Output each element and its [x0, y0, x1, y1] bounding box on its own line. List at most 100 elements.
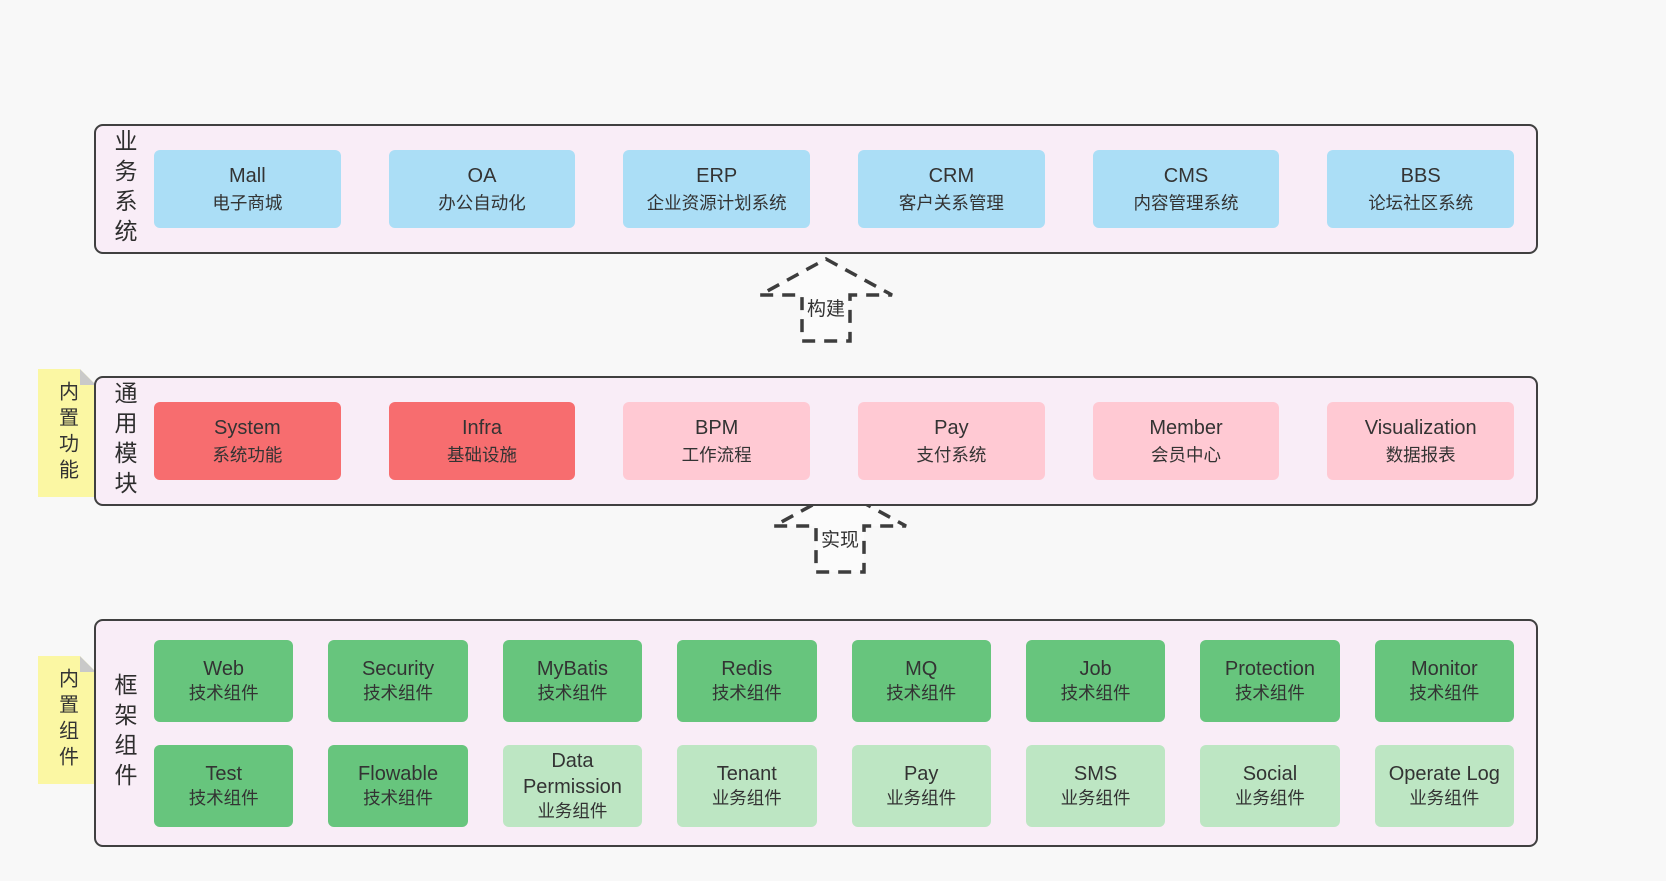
common-modules-panel: 通用模块 System 系统功能 Infra 基础设施 BPM 工作流程 Pay… [94, 376, 1538, 506]
box-name: ERP [696, 165, 738, 188]
folded-corner-icon [80, 656, 96, 672]
box-operate-log: Operate Log 业务组件 [1374, 744, 1514, 827]
box-sms: SMS 业务组件 [1025, 744, 1166, 827]
box-subtitle: 技术组件 [1409, 683, 1480, 704]
box-mybatis: MyBatis 技术组件 [502, 639, 643, 722]
box-name: Pay [934, 417, 969, 440]
box-web: Web 技术组件 [154, 639, 294, 722]
box-flowable: Flowable 技术组件 [328, 744, 468, 827]
box-oa: OA 办公自动化 [388, 150, 576, 228]
box-name: Visualization [1364, 417, 1477, 440]
box-subtitle: 业务组件 [1060, 788, 1131, 809]
box-name: Social [1242, 762, 1298, 785]
box-member: Member 会员中心 [1092, 402, 1280, 480]
arrow-label: 实现 [818, 525, 862, 552]
box-subtitle: 业务组件 [1234, 788, 1305, 809]
box-subtitle: 系统功能 [212, 444, 283, 465]
sticky-note-builtin-features: 内置功能 [38, 369, 96, 497]
box-name: CRM [928, 165, 975, 188]
box-subtitle: 业务组件 [886, 788, 957, 809]
box-data-permission: Data Permission 业务组件 [502, 744, 643, 827]
box-subtitle: 业务组件 [537, 801, 608, 822]
panel-side-label: 业务系统 [111, 129, 137, 249]
box-pay-component: Pay 业务组件 [851, 744, 991, 827]
box-name: BPM [695, 417, 739, 440]
box-mq: MQ 技术组件 [851, 639, 991, 722]
box-redis: Redis 技术组件 [677, 639, 817, 722]
box-name: OA [467, 165, 497, 188]
box-subtitle: 会员中心 [1151, 444, 1222, 465]
box-subtitle: 技术组件 [363, 683, 434, 704]
box-name: Test [205, 762, 243, 785]
box-subtitle: 支付系统 [916, 444, 987, 465]
box-subtitle: 技术组件 [1060, 683, 1131, 704]
box-test: Test 技术组件 [154, 744, 294, 827]
box-name: Infra [461, 417, 503, 440]
box-name: Job [1079, 657, 1112, 680]
box-name: Monitor [1410, 657, 1478, 680]
box-subtitle: 技术组件 [1234, 683, 1305, 704]
box-name: Data Permission [522, 749, 622, 798]
panel-side-label: 框架组件 [111, 673, 137, 793]
box-bpm: BPM 工作流程 [623, 402, 811, 480]
box-subtitle: 技术组件 [886, 683, 957, 704]
box-protection: Protection 技术组件 [1200, 639, 1340, 722]
box-name: SMS [1073, 762, 1118, 785]
box-subtitle: 办公自动化 [438, 192, 526, 213]
panel-side-label: 通用模块 [111, 381, 137, 501]
box-cms: CMS 内容管理系统 [1092, 150, 1280, 228]
box-subtitle: 内容管理系统 [1133, 192, 1239, 213]
box-name: Member [1149, 417, 1223, 440]
box-name: Security [361, 657, 435, 680]
box-subtitle: 电子商城 [212, 192, 283, 213]
box-name: MQ [905, 657, 938, 680]
box-security: Security 技术组件 [328, 639, 468, 722]
build-arrow: 构建 [756, 256, 896, 344]
box-name: Mall [229, 165, 266, 188]
box-name: System [213, 417, 281, 440]
box-subtitle: 基础设施 [447, 444, 517, 465]
box-infra: Infra 基础设施 [388, 402, 576, 480]
implement-arrow: 实现 [770, 487, 910, 575]
box-erp: ERP 企业资源计划系统 [623, 150, 811, 228]
box-name: Pay [903, 762, 939, 785]
box-subtitle: 企业资源计划系统 [646, 192, 787, 213]
arrow-label: 构建 [804, 294, 848, 321]
box-subtitle: 技术组件 [363, 788, 434, 809]
framework-components-panel: 框架组件 Web 技术组件 Security 技术组件 MyBatis 技术组件… [94, 619, 1538, 847]
box-monitor: Monitor 技术组件 [1374, 639, 1514, 722]
business-systems-row: Mall 电子商城 OA 办公自动化 ERP 企业资源计划系统 CRM 客户关系… [154, 126, 1515, 252]
box-subtitle: 数据报表 [1385, 444, 1456, 465]
business-systems-panel: 业务系统 Mall 电子商城 OA 办公自动化 ERP 企业资源计划系统 CRM… [94, 124, 1538, 254]
business-components-row: Test 技术组件 Flowable 技术组件 Data Permission … [154, 744, 1514, 827]
tech-components-row: Web 技术组件 Security 技术组件 MyBatis 技术组件 Redi… [154, 639, 1514, 722]
box-name: BBS [1400, 165, 1441, 188]
box-subtitle: 业务组件 [711, 788, 782, 809]
box-social: Social 业务组件 [1200, 744, 1340, 827]
box-name: CMS [1163, 165, 1209, 188]
framework-components-grid: Web 技术组件 Security 技术组件 MyBatis 技术组件 Redi… [154, 621, 1514, 845]
folded-corner-icon [80, 369, 96, 385]
box-job: Job 技术组件 [1025, 639, 1166, 722]
box-mall: Mall 电子商城 [154, 150, 341, 228]
common-modules-row: System 系统功能 Infra 基础设施 BPM 工作流程 Pay 支付系统… [154, 378, 1515, 504]
box-name: MyBatis [536, 657, 608, 680]
box-subtitle: 论坛社区系统 [1368, 192, 1474, 213]
sticky-note-text: 内置组件 [55, 668, 78, 772]
box-name: Flowable [358, 762, 439, 785]
box-tenant: Tenant 业务组件 [677, 744, 817, 827]
box-pay-module: Pay 支付系统 [858, 402, 1045, 480]
box-name: Web [203, 657, 245, 680]
box-visualization: Visualization 数据报表 [1327, 402, 1515, 480]
box-subtitle: 技术组件 [711, 683, 782, 704]
box-bbs: BBS 论坛社区系统 [1327, 150, 1515, 228]
box-subtitle: 技术组件 [537, 683, 608, 704]
box-name: Tenant [716, 762, 777, 785]
box-subtitle: 工作流程 [681, 444, 752, 465]
box-subtitle: 技术组件 [188, 788, 259, 809]
box-name: Protection [1224, 657, 1315, 680]
box-subtitle: 技术组件 [188, 683, 259, 704]
box-system: System 系统功能 [154, 402, 341, 480]
box-crm: CRM 客户关系管理 [858, 150, 1045, 228]
